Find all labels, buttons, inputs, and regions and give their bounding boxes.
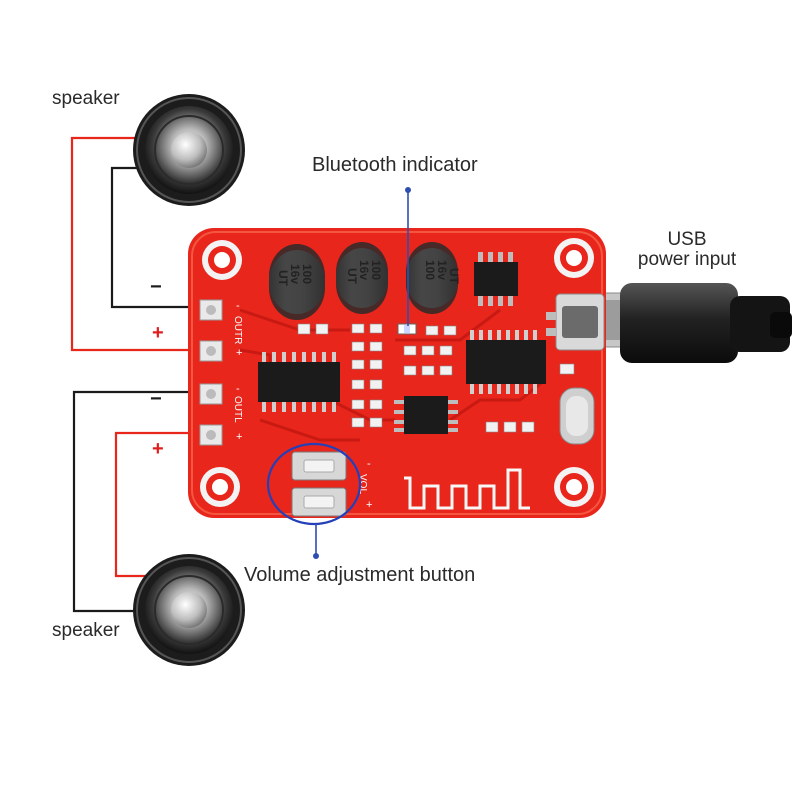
sign-outr-minus: − <box>150 276 162 298</box>
cap-3-value: 100 <box>423 260 437 280</box>
label-usb-line2: power input <box>637 249 737 270</box>
cap-2-mark: UT <box>345 268 359 285</box>
sign-outr-plus: + <box>152 322 164 344</box>
speaker-wires <box>70 136 204 613</box>
ic-tssop-right <box>466 330 546 394</box>
silk-vol-plus: + <box>366 499 372 511</box>
ic-soic8-center <box>394 396 458 434</box>
cap-1-value: 100 <box>300 264 314 284</box>
capacitor-1: 100 16v UT <box>269 244 325 320</box>
cap-2-voltage: 16v <box>357 260 371 280</box>
label-speaker-top: speaker <box>52 88 120 109</box>
cap-2-value: 100 <box>369 260 383 280</box>
silk-outl-minus: - <box>236 383 240 395</box>
silk-outl-plus: + <box>236 431 242 443</box>
silk-outl: OUTL <box>232 396 243 423</box>
capacitor-2: 100 16v UT <box>336 242 388 314</box>
bluetooth-led <box>397 323 417 335</box>
pcb-board: OUTR OUTL VOL - + - + - + 100 16v UT 100… <box>188 228 606 518</box>
cap-3-voltage: 16v <box>435 260 449 280</box>
silk-vol-minus: - <box>367 458 371 470</box>
silk-outr-minus: - <box>236 300 240 312</box>
ic-tssop-left <box>258 352 340 412</box>
label-speaker-bottom: speaker <box>52 620 120 641</box>
silk-outr: OUTR <box>232 316 243 344</box>
pcb-antenna <box>404 468 530 510</box>
micro-usb-port <box>546 293 605 351</box>
wire-black-outr-minus <box>110 166 204 309</box>
cap-1-voltage: 16v <box>288 264 302 284</box>
label-usb-line1: USB <box>667 229 707 250</box>
volume-button-highlight <box>266 442 362 526</box>
smd-components <box>297 323 575 433</box>
ic-soic8-top <box>474 252 518 306</box>
callout-lines <box>266 190 409 554</box>
label-volume-button: Volume adjustment button <box>244 564 476 586</box>
speaker-bottom-icon <box>133 554 245 666</box>
cap-3-mark: UT <box>447 268 461 285</box>
mounting-holes <box>200 238 594 507</box>
silk-vol: VOL <box>357 474 368 494</box>
crystal-oscillator <box>559 387 595 445</box>
wire-red-outl-plus <box>114 431 204 578</box>
silkscreen-labels: OUTR OUTL VOL - + - + - + <box>232 300 372 511</box>
usb-cable <box>597 283 792 363</box>
label-usb-power: USB power input <box>622 230 752 270</box>
speaker-top-icon <box>133 94 245 206</box>
sign-outl-minus: − <box>150 388 162 410</box>
cap-1-mark: UT <box>276 270 290 287</box>
wire-red-outr-plus <box>70 136 204 352</box>
bluetooth-callout-dot <box>405 187 411 193</box>
capacitor-3: 100 16v UT <box>406 242 461 314</box>
silk-outr-plus: + <box>236 347 242 359</box>
volume-callout-dot <box>313 553 319 559</box>
volume-buttons <box>291 451 347 517</box>
wire-black-outl-minus <box>72 390 204 613</box>
label-bluetooth-indicator: Bluetooth indicator <box>312 154 478 176</box>
sign-outl-plus: + <box>152 438 164 460</box>
output-terminals <box>199 299 223 446</box>
